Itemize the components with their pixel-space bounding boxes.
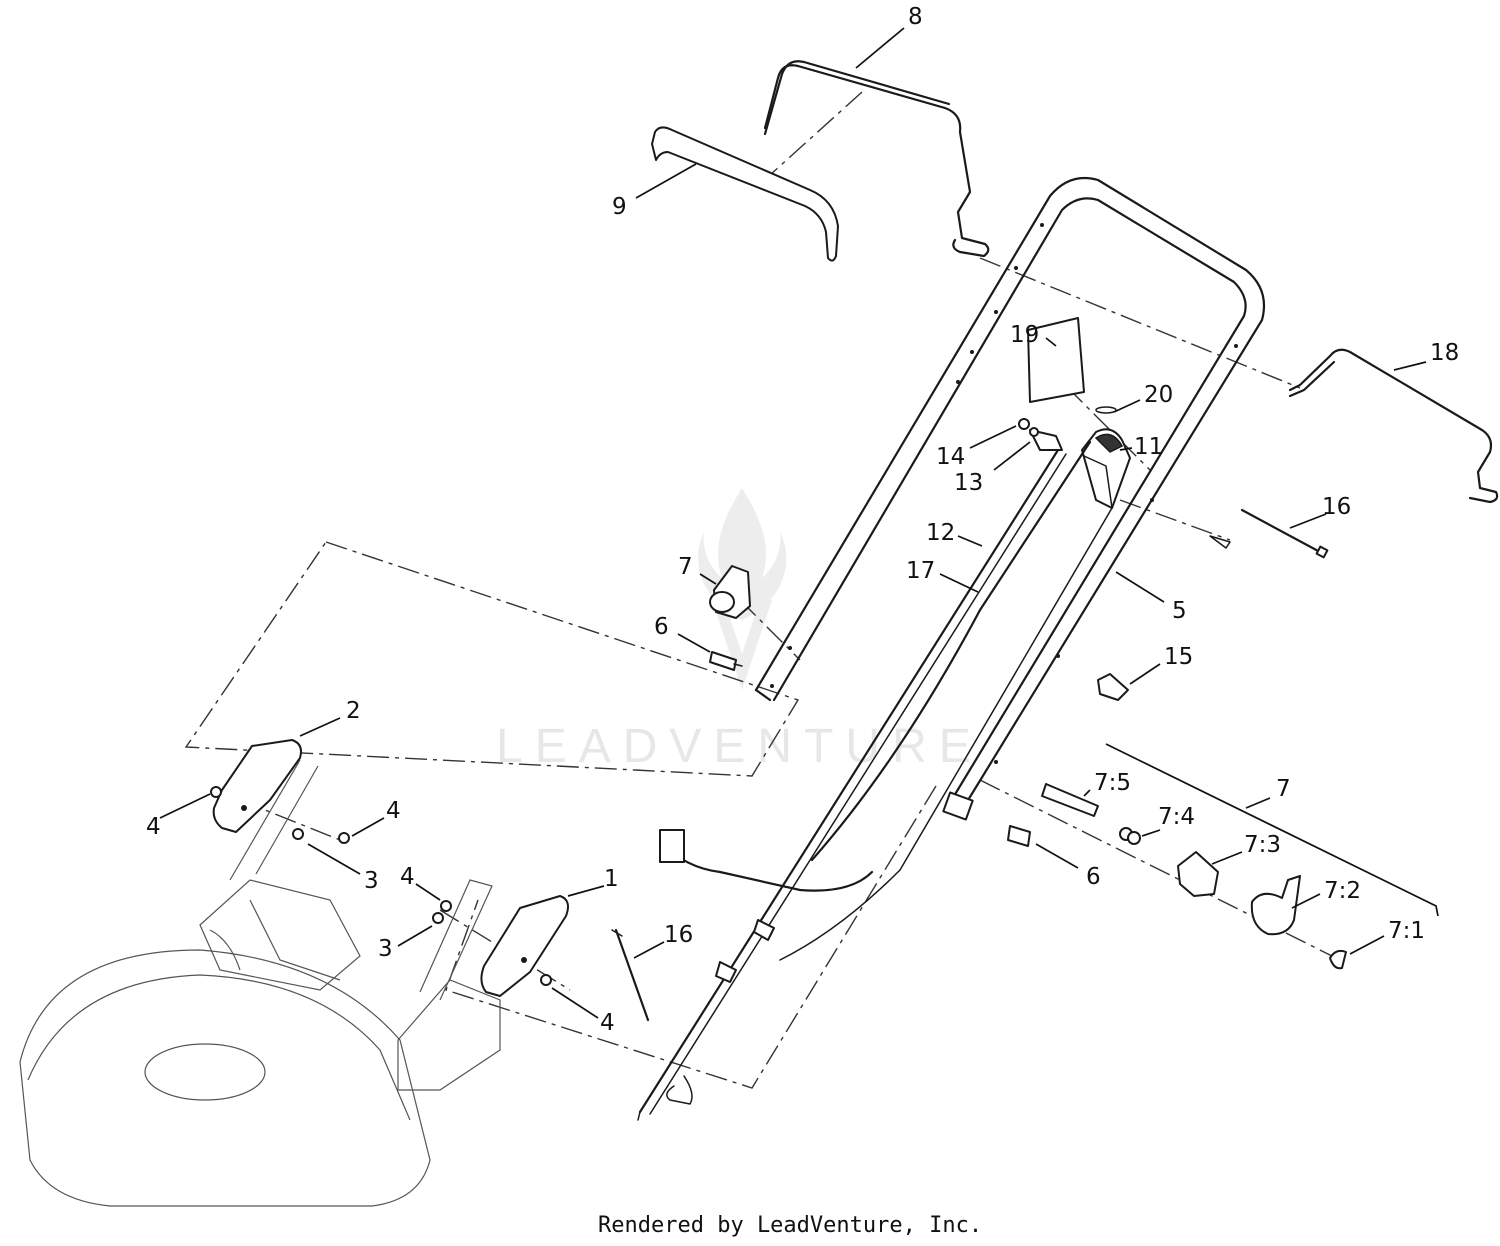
callout-9: 9 [612,194,627,220]
part-12-17-cables [637,440,1113,1121]
watermark-text: LEADVENTURE [496,720,983,773]
callout-19: 19 [1010,322,1039,348]
part-7-3-collar [1177,851,1219,897]
cable-connector [659,829,685,863]
part-3-bolt-a [292,828,304,840]
leader-lines [159,27,1427,1019]
bolt-axis-line [1119,499,1231,541]
part-7-1-cap [1329,949,1347,970]
part-16-cable-tie-lower [611,928,650,1022]
callout-15: 15 [1164,644,1193,670]
part-3-bolt-b [432,912,444,924]
lower-cable-outline [445,785,937,1089]
callout-18: 18 [1430,340,1459,366]
callout-6-left: 6 [654,614,669,640]
part-8-bail-bar [763,60,990,258]
bar-axis-line [769,91,863,176]
part-7-4-spring [1119,827,1141,845]
callout-16-lower: 16 [664,922,693,948]
callout-2: 2 [346,698,361,724]
assembly-outlines [184,91,1341,1089]
part-19-decal [1027,317,1085,403]
part-6-bolt-left [709,651,743,671]
part-1-bracket-right [480,895,569,997]
part-4-nut-b [338,832,350,844]
part-9-cross-bar [651,126,839,262]
part-14-nut [1018,418,1039,437]
callout-7-3: 7:3 [1244,832,1281,858]
callout-3-a: 3 [364,868,379,894]
callout-11: 11 [1134,434,1163,460]
callout-7-right: 7 [1276,776,1291,802]
part-16-cable-tie-upper [1240,508,1329,559]
callout-7-2: 7:2 [1324,878,1361,904]
part-7-2-handle-knob [1250,875,1301,936]
left-bracket-outline [184,541,800,777]
callout-17: 17 [906,558,935,584]
hardware-nuts-bolts [210,786,552,986]
lever-axis-line [739,599,801,661]
callout-7-4: 7:4 [1158,804,1195,830]
part-4-nut-a [210,786,222,798]
callout-16-upper: 16 [1322,494,1351,520]
callout-6-lower: 6 [1086,864,1101,890]
callout-14: 14 [936,444,965,470]
callout-20: 20 [1144,382,1173,408]
part-7-5-shaft [1041,783,1099,817]
callout-5: 5 [1172,598,1187,624]
switch-axis-line [1039,359,1151,471]
callout-labels: 8 9 18 19 20 14 11 13 16 12 7 17 5 6 15 … [146,4,1459,1036]
callout-4-d: 4 [600,1010,615,1036]
part-11-control-housing [1081,428,1131,509]
callout-7-1: 7:1 [1388,918,1425,944]
part-18-lower-bail [1288,348,1499,504]
callout-1: 1 [604,866,619,892]
part-7-lever-left [709,565,751,619]
part-15-knob [1097,673,1129,701]
render-caption: Rendered by LeadVenture, Inc. [598,1213,982,1238]
part-6-bolt-lower [942,791,1031,847]
callout-7-5: 7:5 [1094,770,1131,796]
part-4-nut-d [540,974,552,986]
callout-3-b: 3 [378,936,393,962]
part-7-subassembly [1041,743,1439,970]
handle-bolt [1209,535,1231,549]
callout-8: 8 [908,4,923,30]
part-7-bracket-line [1105,743,1439,917]
part-5-handle-frame [754,176,1266,812]
callout-4-c: 4 [400,864,415,890]
watermark-v-icon [712,600,772,690]
part-2-bracket-left [212,739,302,833]
callout-13: 13 [954,470,983,496]
watermark: LEADVENTURE [496,488,983,773]
callout-4-b: 4 [386,798,401,824]
callout-4-a: 4 [146,814,161,840]
part-4-nut-c [440,900,452,912]
callout-7-left: 7 [678,554,693,580]
callout-12: 12 [926,520,955,546]
handle-top-line [979,257,1301,389]
mower-deck [19,759,501,1207]
part-20-clip [1095,406,1117,414]
